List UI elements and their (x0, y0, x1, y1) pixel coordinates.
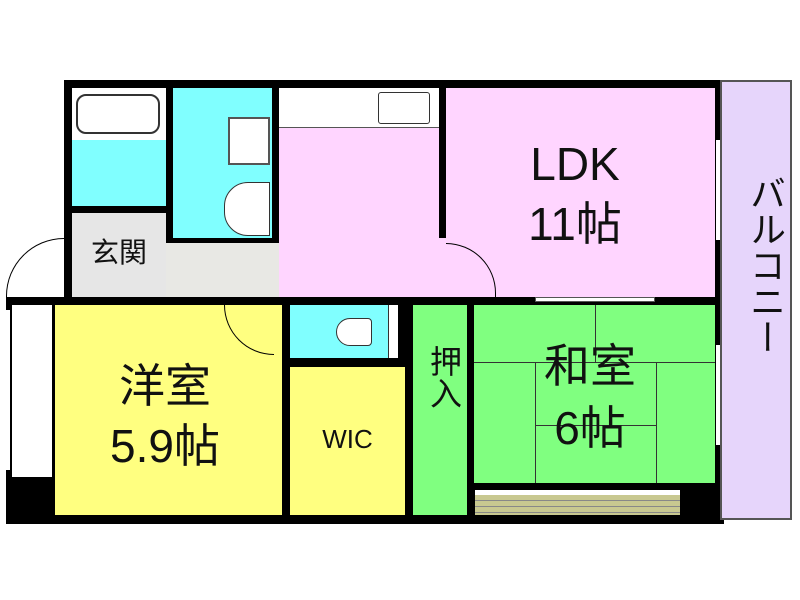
ldk-partition (439, 88, 446, 238)
western-room-label: 洋室 (119, 360, 211, 412)
washing-machine-icon (228, 117, 270, 165)
engawa-floor (475, 490, 680, 515)
toilet-tank (388, 305, 398, 358)
side-storage (12, 305, 52, 477)
window (716, 140, 720, 240)
entrance-door-swing (6, 238, 64, 298)
japanese-room-label: 和室 (544, 340, 636, 392)
balcony-label: バルコニー (745, 175, 786, 355)
balcony (720, 80, 792, 520)
tatami-line (535, 362, 536, 483)
tatami-line (474, 362, 715, 363)
wic-label: WIC (322, 424, 373, 454)
stove-icon (378, 92, 430, 124)
window (535, 297, 655, 302)
toilet-icon (336, 318, 372, 346)
tatami-line (656, 362, 657, 483)
ldk-label: LDK (530, 138, 620, 190)
oshiire (413, 305, 467, 515)
window (716, 345, 720, 445)
tatami-line (535, 425, 656, 426)
bathtub-icon (76, 94, 160, 134)
japanese-room-size: 6帖 (554, 402, 626, 454)
western-room-size: 5.9帖 (110, 420, 220, 472)
window (6, 310, 10, 470)
sink-icon (224, 182, 270, 236)
oshiire-label: 押入 (426, 345, 462, 409)
ldk-size: 11帖 (528, 198, 622, 250)
tatami-line (595, 305, 596, 362)
walk-in-closet (290, 367, 405, 515)
kitchen-counter (279, 88, 439, 128)
entrance-label: 玄関 (90, 237, 147, 268)
entrance (72, 213, 166, 297)
japanese-room (474, 305, 715, 483)
